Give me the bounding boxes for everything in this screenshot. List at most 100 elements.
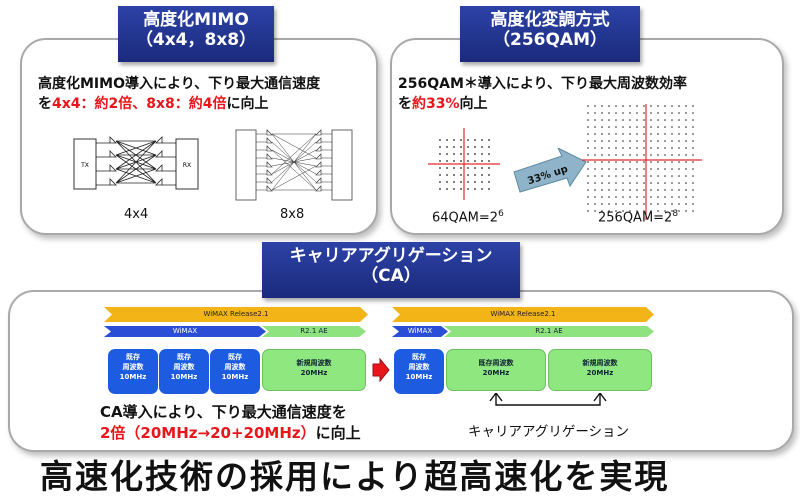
constellation-point bbox=[678, 126, 680, 128]
constellation-point bbox=[615, 203, 617, 205]
mimo-4x4-label: 4x4 bbox=[124, 207, 149, 222]
constellation-point bbox=[664, 140, 666, 142]
constellation-point bbox=[439, 167, 441, 169]
constellation-point bbox=[657, 154, 659, 156]
constellation-point bbox=[685, 210, 687, 212]
constellation-point bbox=[678, 210, 680, 212]
mimo-panel bbox=[20, 38, 378, 235]
constellation-point bbox=[474, 188, 476, 190]
constellation-point bbox=[474, 146, 476, 148]
ca-title: キャリアアグリゲーション bbox=[289, 246, 493, 266]
constellation-point bbox=[453, 139, 455, 141]
constellation-point bbox=[664, 203, 666, 205]
constellation-point bbox=[467, 139, 469, 141]
aggregation-bracket bbox=[489, 393, 607, 406]
constellation-point bbox=[453, 188, 455, 190]
constellation-point bbox=[643, 154, 645, 156]
constellation-point bbox=[650, 196, 652, 198]
constellation-point bbox=[692, 112, 694, 114]
constellation-point bbox=[622, 105, 624, 107]
constellation-point bbox=[657, 126, 659, 128]
constellation-point bbox=[692, 133, 694, 135]
rx-box bbox=[175, 138, 199, 190]
constellation-point bbox=[650, 112, 652, 114]
constellation-point bbox=[601, 119, 603, 121]
wimax-bar-before: WiMAX bbox=[104, 326, 266, 337]
constellation-point bbox=[629, 154, 631, 156]
qam64-label: 64QAM=26 bbox=[432, 209, 504, 226]
constellation-point bbox=[439, 160, 441, 162]
constellation-point bbox=[685, 126, 687, 128]
constellation-point bbox=[629, 126, 631, 128]
constellation-point bbox=[657, 203, 659, 205]
constellation-point bbox=[587, 196, 589, 198]
constellation-point bbox=[636, 154, 638, 156]
constellation-point bbox=[594, 203, 596, 205]
ca-description-line2: 2倍（20MHz→20+20MHz）に向上 bbox=[100, 424, 361, 442]
constellation-point bbox=[692, 154, 694, 156]
mimo-title-badge: 高度化MIMO （4x4，8x8） bbox=[118, 6, 274, 62]
constellation-point bbox=[622, 203, 624, 205]
constellation-point bbox=[615, 168, 617, 170]
constellation-point bbox=[692, 140, 694, 142]
ca-speed-highlight: 2倍（20MHz→20+20MHz） bbox=[100, 424, 316, 442]
constellation-point bbox=[453, 153, 455, 155]
constellation-point bbox=[671, 189, 673, 191]
constellation-point bbox=[467, 174, 469, 176]
constellation-point bbox=[636, 105, 638, 107]
constellation-point bbox=[678, 168, 680, 170]
constellation-point bbox=[601, 182, 603, 184]
constellation-point bbox=[594, 126, 596, 128]
constellation-point bbox=[615, 175, 617, 177]
constellation-point bbox=[615, 161, 617, 163]
constellation-point bbox=[678, 182, 680, 184]
constellation-point bbox=[439, 139, 441, 141]
constellation-point bbox=[587, 168, 589, 170]
constellation-point bbox=[594, 168, 596, 170]
constellation-point bbox=[657, 168, 659, 170]
constellation-point bbox=[629, 168, 631, 170]
constellation-point bbox=[629, 161, 631, 163]
constellation-point bbox=[664, 161, 666, 163]
constellation-point bbox=[629, 203, 631, 205]
constellation-point bbox=[481, 181, 483, 183]
constellation-point bbox=[692, 119, 694, 121]
constellation-point bbox=[664, 147, 666, 149]
constellation-point bbox=[685, 161, 687, 163]
constellation-point bbox=[671, 203, 673, 205]
constellation-point bbox=[460, 174, 462, 176]
constellation-point bbox=[622, 112, 624, 114]
constellation-point bbox=[460, 146, 462, 148]
constellation-point bbox=[650, 161, 652, 163]
constellation-point bbox=[671, 175, 673, 177]
r21ae-bar-after: R2.1 AE bbox=[444, 326, 654, 337]
transition-arrow-icon bbox=[372, 358, 390, 382]
constellation-point bbox=[643, 196, 645, 198]
tx-label: TX bbox=[80, 162, 89, 169]
constellation-point bbox=[664, 133, 666, 135]
mimo-8x8-diagram bbox=[235, 129, 353, 201]
constellation-point bbox=[601, 168, 603, 170]
constellation-point bbox=[678, 105, 680, 107]
constellation-point bbox=[664, 182, 666, 184]
constellation-point bbox=[622, 168, 624, 170]
constellation-point bbox=[643, 126, 645, 128]
constellation-point bbox=[629, 189, 631, 191]
wimax-bar-after: WiMAX bbox=[392, 326, 448, 337]
constellation-point bbox=[488, 181, 490, 183]
constellation-point bbox=[439, 153, 441, 155]
constellation-point bbox=[657, 147, 659, 149]
constellation-point bbox=[615, 119, 617, 121]
constellation-point bbox=[678, 161, 680, 163]
constellation-point bbox=[636, 175, 638, 177]
constellation-point bbox=[622, 147, 624, 149]
constellation-point bbox=[685, 196, 687, 198]
constellation-point bbox=[629, 140, 631, 142]
constellation-point bbox=[629, 105, 631, 107]
constellation-point bbox=[446, 188, 448, 190]
constellation-point bbox=[650, 203, 652, 205]
constellation-point bbox=[636, 126, 638, 128]
constellation-point bbox=[601, 189, 603, 191]
